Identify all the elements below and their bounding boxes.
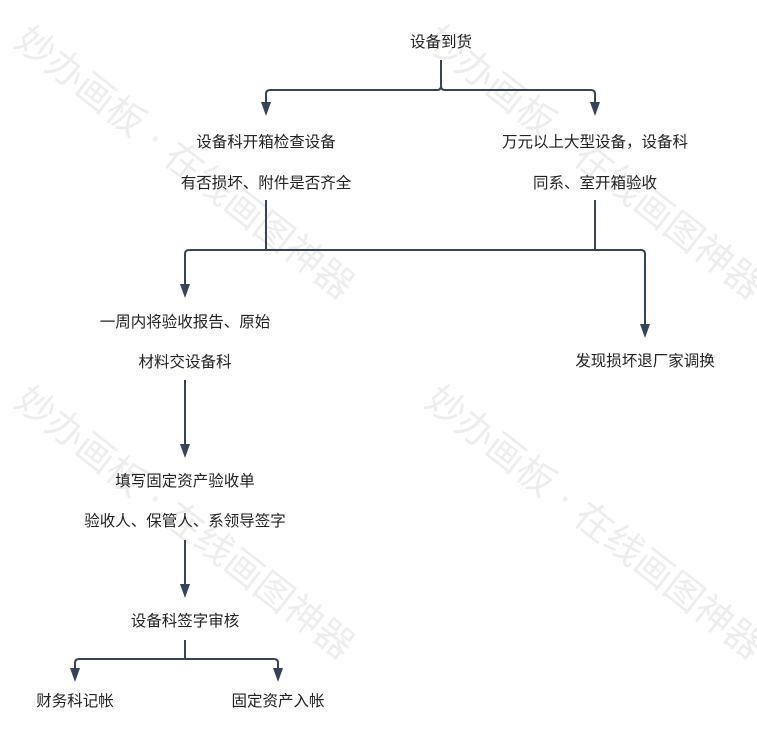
node-damaged: 发现损坏退厂家调换 — [575, 352, 715, 370]
node-check-line1: 设备科开箱检查设备 — [196, 133, 336, 151]
node-form-line2: 验收人、保管人、系领导签字 — [84, 512, 286, 530]
arrowhead — [640, 324, 650, 338]
arrowhead — [70, 668, 80, 682]
node-form-line1: 填写固定资产验收单 — [115, 472, 255, 490]
arrowhead — [261, 102, 271, 116]
arrowheads — [70, 102, 650, 682]
node-check-line2: 有否损坏、附件是否齐全 — [180, 174, 352, 192]
arrowhead — [180, 584, 190, 598]
node-review: 设备科签字审核 — [130, 612, 240, 630]
edge-merge — [184, 200, 646, 324]
arrowhead — [590, 102, 600, 116]
node-large-line1: 万元以上大型设备，设备科 — [501, 133, 689, 151]
node-asset: 固定资产入帐 — [231, 692, 325, 710]
edge-arrival-split — [265, 60, 596, 102]
arrowhead — [273, 668, 283, 682]
node-arrival: 设备到货 — [409, 33, 473, 51]
node-report-line2: 材料交设备科 — [138, 353, 232, 371]
arrowhead — [180, 444, 190, 458]
node-large-line2: 同系、室开箱验收 — [532, 174, 658, 192]
edge-review-split — [74, 640, 279, 668]
node-report-line1: 一周内将验收报告、原始 — [99, 313, 271, 331]
arrowhead — [180, 284, 190, 298]
node-finance: 财务科记帐 — [36, 692, 114, 710]
